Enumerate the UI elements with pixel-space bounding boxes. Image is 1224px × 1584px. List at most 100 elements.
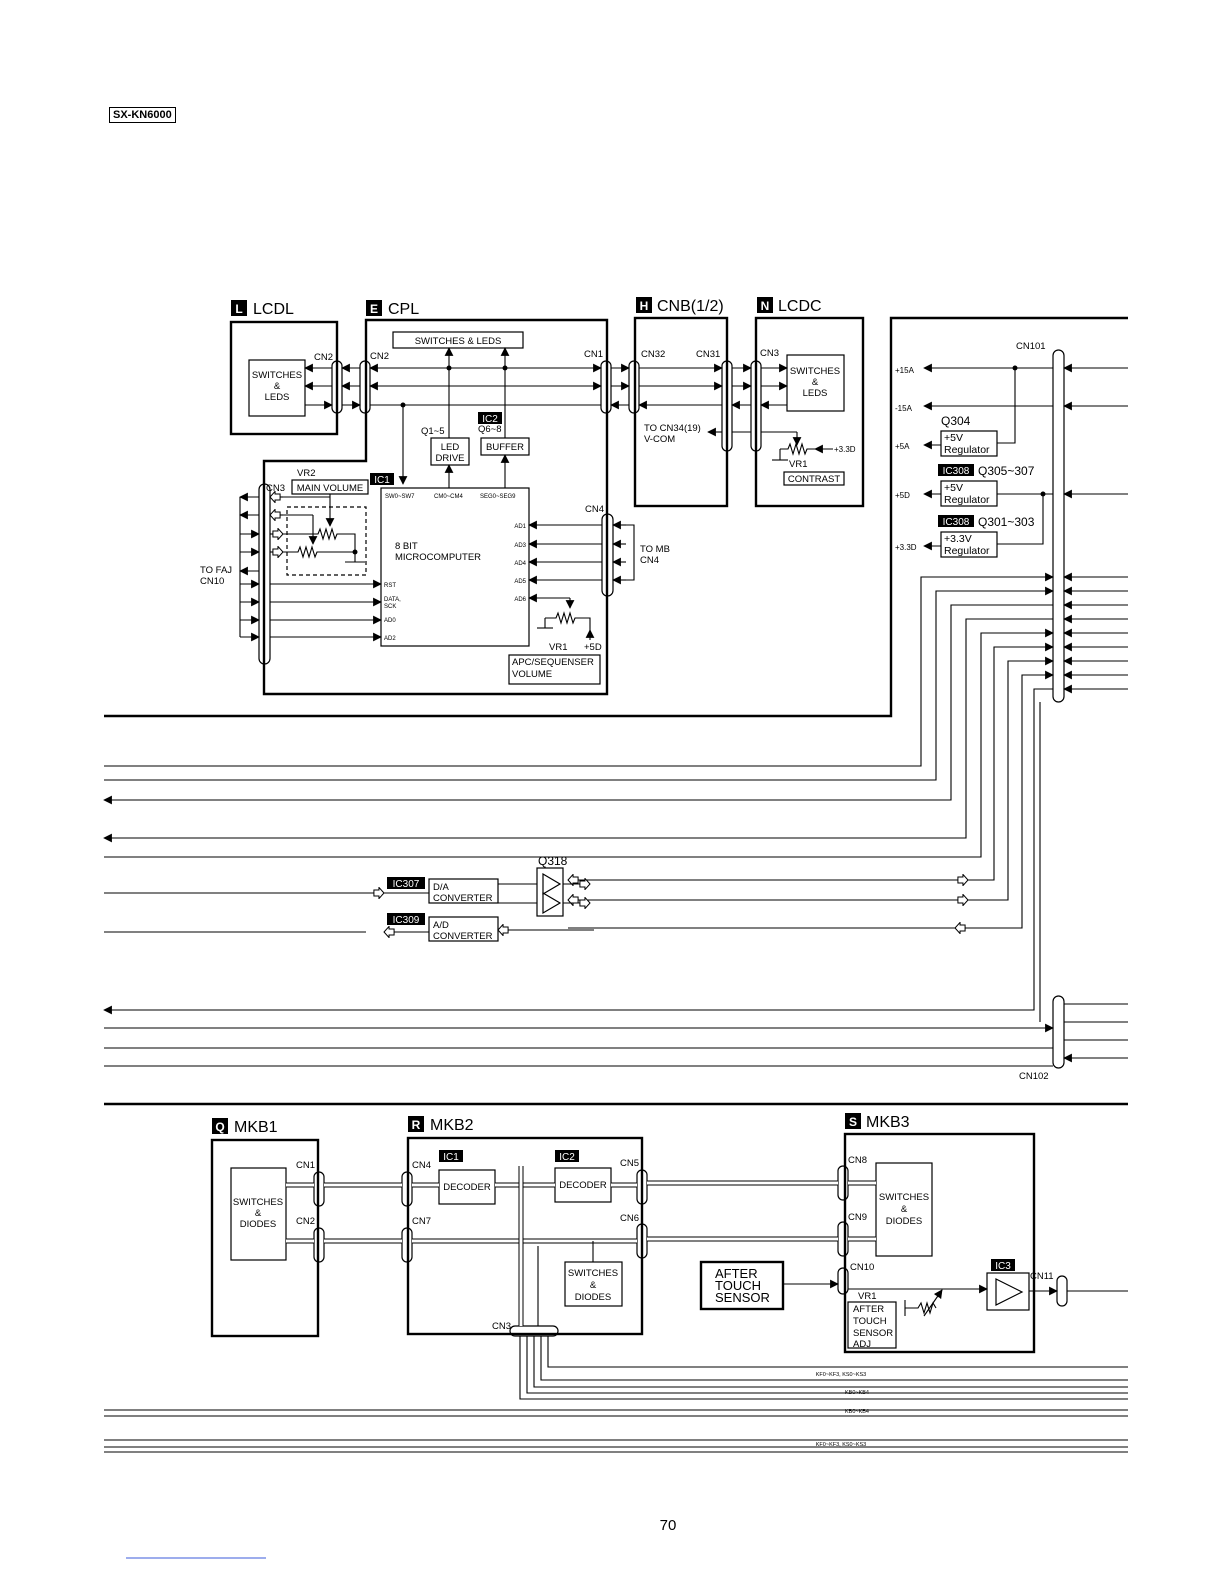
lcdc-cn3-label: CN3: [760, 348, 779, 359]
to-mb-line1: TO MB: [640, 544, 670, 555]
badge-h: [636, 297, 652, 313]
ic1-mkb2-label: IC1: [443, 1152, 459, 1163]
cpl-vr1-label: VR1: [549, 642, 567, 653]
badge-n-letter: N: [761, 299, 770, 313]
cpl-switches-leds-block: [392, 331, 524, 349]
apc-line2: VOLUME: [512, 669, 552, 680]
model-label: SX-KN6000: [109, 107, 176, 123]
reg33-line1: +3.3V: [944, 533, 972, 545]
badge-e: [366, 300, 382, 316]
ic1-mkb2-badge: [439, 1150, 463, 1162]
mkb1-block-line1: SWITCHES: [233, 1197, 283, 1208]
mkb2-block-line3: DIODES: [575, 1292, 611, 1303]
decoder1-label: DECODER: [443, 1182, 491, 1193]
ic3-label: IC3: [995, 1261, 1011, 1272]
board-mkb2: [406, 1136, 644, 1336]
plus15a-label: +15A: [895, 366, 915, 375]
connector-cpl-cn3: [258, 483, 271, 665]
mkb2-cn5-label: CN5: [620, 1158, 639, 1169]
pin-ad3: AD3: [514, 543, 526, 549]
badge-r-letter: R: [412, 1118, 421, 1132]
board-mkb3: [843, 1132, 1036, 1354]
lcdl-cn2-label: CN2: [314, 352, 333, 363]
q318-label: Q318: [538, 854, 568, 868]
micro-line1: 8 BIT: [395, 541, 418, 552]
board-name-cpl: CPL: [388, 301, 419, 318]
ic309-label: IC309: [393, 915, 420, 926]
connector-mkb3-cn11: [1056, 1275, 1068, 1307]
led-drive-line2: DRIVE: [435, 453, 464, 464]
board-name-mkb2: MKB2: [430, 1117, 474, 1134]
mkb3-cn9-label: CN9: [848, 1212, 867, 1223]
mkb3-cn10-label: CN10: [850, 1262, 874, 1273]
mkb3-vr1-label: VR1: [858, 1291, 876, 1302]
page-number: 70: [660, 1517, 677, 1534]
mkb1-cn2-label: CN2: [296, 1216, 315, 1227]
cn101-label: CN101: [1016, 341, 1046, 352]
bus-label-1: KF0~KF3, KS0~KS3: [816, 1372, 866, 1378]
pin-ad1: AD1: [514, 524, 526, 530]
main-volume-label: MAIN VOLUME: [297, 483, 364, 494]
cpl-cn3-label: CN3: [266, 483, 285, 494]
board-name-lcdl: LCDL: [253, 301, 294, 318]
board-name-lcdc: LCDC: [778, 298, 822, 315]
vr-dashed-box: [286, 506, 367, 576]
board-cpl: [262, 318, 609, 696]
mkb2-cn7-label: CN7: [412, 1216, 431, 1227]
ic2-cpl-badge: [478, 412, 502, 424]
ic3-amp-block: [986, 1272, 1030, 1311]
board-main-frame: [104, 316, 1128, 718]
after-touch-line1: AFTER: [715, 1266, 758, 1281]
q304-label: Q304: [941, 414, 971, 428]
plus5d-cpl-label: +5D: [584, 642, 602, 653]
board-lcdl: [229, 320, 339, 436]
after-touch-line3: SENSOR: [715, 1290, 770, 1305]
board-lcdc: [754, 316, 865, 508]
ic308b-label: IC308: [943, 517, 970, 528]
badge-l-letter: L: [235, 302, 242, 316]
q318-amp-b: [542, 891, 562, 915]
ic1-cpl-badge: [370, 473, 394, 485]
ic2-mkb2-label: IC2: [559, 1152, 575, 1163]
pin-ad4: AD4: [514, 561, 526, 567]
mkb3-block-line1: SWITCHES: [879, 1192, 929, 1203]
lcdc-block-line3: LEDS: [803, 388, 828, 399]
da-line2: CONVERTER: [433, 893, 493, 904]
mkb1-cn1-label: CN1: [296, 1160, 315, 1171]
pin-ad6: AD6: [514, 597, 526, 603]
after-touch-line2: TOUCH: [715, 1278, 761, 1293]
to-mb-line2: CN4: [640, 555, 659, 566]
pins-cm: CM0~CM4: [434, 494, 464, 500]
ic2-cpl-label: IC2: [482, 414, 498, 425]
connector-mkb3-cn8: [837, 1165, 849, 1201]
reg5d-line1: +5V: [944, 482, 963, 494]
plus5d-label: +5D: [895, 491, 910, 500]
ic309-badge: [387, 913, 425, 925]
mkb3-block-line3: DIODES: [886, 1216, 922, 1227]
board-name-mkb1: MKB1: [234, 1119, 278, 1136]
to-faj-line1: TO FAJ: [200, 565, 232, 576]
bus-label-3: KB0~KB4: [845, 1409, 869, 1415]
ic3-amp: [995, 1278, 1024, 1306]
mkb2-block-line2: &: [590, 1280, 597, 1291]
apc-volume-block: [508, 654, 601, 685]
ic307-badge: [387, 877, 425, 889]
apc-line1: APC/SEQUENSER: [512, 657, 594, 668]
micro-line2: MICROCOMPUTER: [395, 552, 481, 563]
buffer-label: BUFFER: [486, 442, 524, 453]
ic308a-badge: [938, 464, 974, 476]
cpl-cn4-label: CN4: [585, 504, 604, 515]
badge-q-letter: Q: [215, 1120, 224, 1134]
pin-ad5: AD5: [514, 579, 526, 585]
q1-5-label: Q1~5: [421, 426, 445, 437]
lcdc-vr1-label: VR1: [789, 459, 807, 470]
minus15a-label: -15A: [895, 404, 913, 413]
badge-n: [757, 297, 773, 313]
board-name-cnb: CNB(1/2): [657, 298, 724, 315]
adj-line1: AFTER: [853, 1304, 884, 1315]
reg5a-line1: +5V: [944, 432, 963, 444]
q301-303-label: Q301~303: [978, 515, 1035, 529]
badge-r: [408, 1116, 424, 1132]
ic2-mkb2-badge: [555, 1150, 579, 1162]
